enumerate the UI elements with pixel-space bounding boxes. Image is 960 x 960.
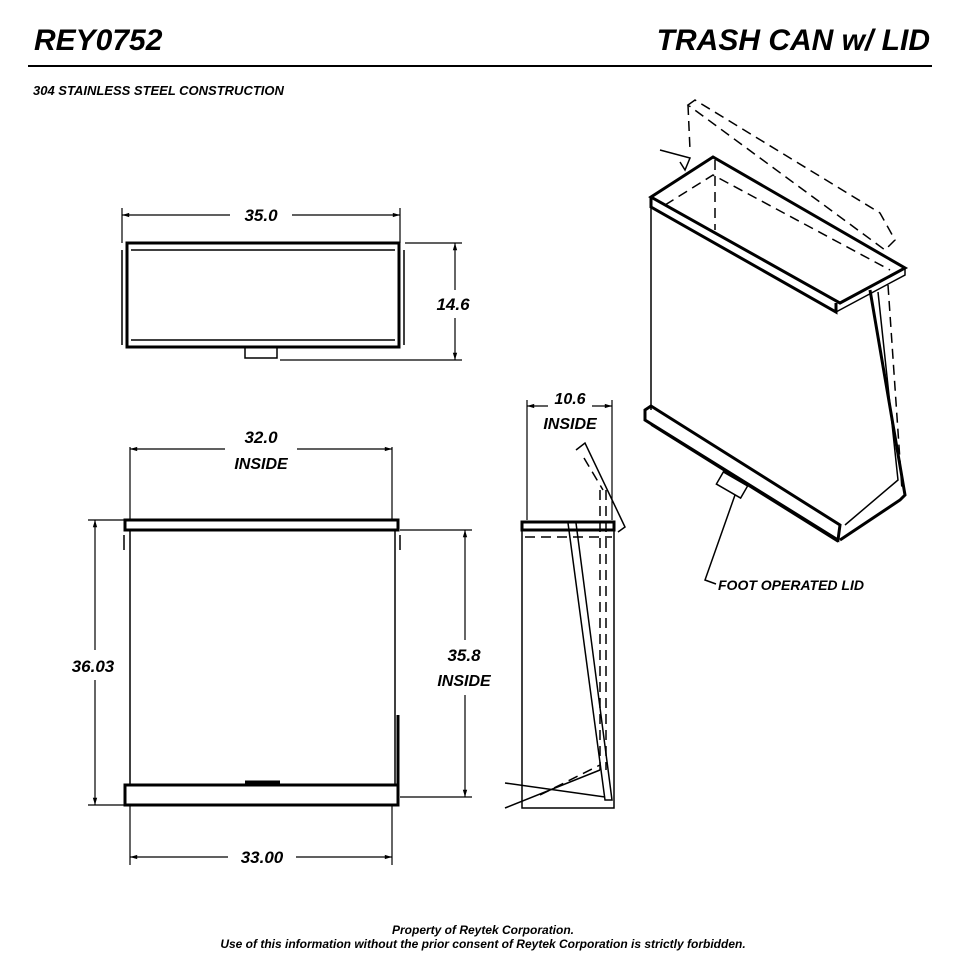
front-view: 32.0 INSIDE 36.03 35.8 INSIDE 33.00 — [72, 428, 492, 867]
inside-height-dimension: 35.8 — [447, 646, 481, 665]
inside-depth-dimension: 10.6 — [554, 391, 585, 408]
inside-height-note: INSIDE — [437, 673, 492, 690]
foot-lid-callout: FOOT OPERATED LID — [718, 577, 864, 593]
isometric-view: FOOT OPERATED LID — [643, 99, 909, 593]
material-note: 304 STAINLESS STEEL CONSTRUCTION — [33, 83, 285, 98]
inside-width-dimension: 32.0 — [244, 428, 278, 447]
top-depth-dimension: 14.6 — [436, 295, 470, 314]
top-view: 35.0 14.6 — [121, 206, 470, 361]
part-number: REY0752 — [34, 24, 163, 57]
footer-disclaimer: Use of this information without the prio… — [220, 937, 745, 951]
inside-depth-note: INSIDE — [543, 416, 598, 433]
top-width-dimension: 35.0 — [244, 206, 278, 225]
overall-height-dimension: 36.03 — [72, 657, 115, 676]
inside-width-note: INSIDE — [234, 456, 289, 473]
side-view: 10.6 INSIDE — [504, 391, 626, 809]
drawing-title: TRASH CAN w/ LID — [657, 24, 930, 57]
footer-ownership: Property of Reytek Corporation. — [392, 923, 574, 937]
callout-leader — [704, 494, 736, 585]
base-width-dimension: 33.00 — [241, 848, 284, 867]
